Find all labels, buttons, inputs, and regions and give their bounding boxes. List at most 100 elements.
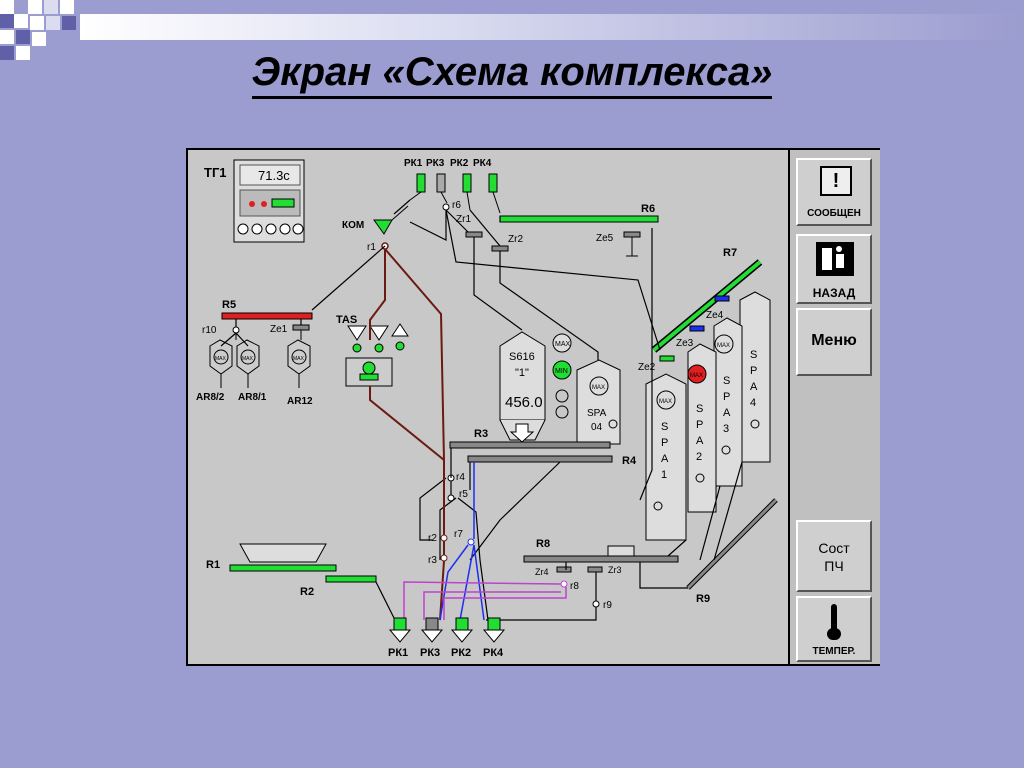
valve-pk1-bottom[interactable]	[388, 617, 412, 643]
slide-title: Экран «Схема комплекса»	[251, 50, 773, 99]
silo-ar8-1[interactable]: MAX	[236, 339, 260, 375]
temperature-button[interactable]: ТЕМПЕР.	[796, 596, 872, 662]
spa1-letter: S	[661, 421, 668, 433]
valve-pk2-top[interactable]	[462, 173, 472, 193]
r7-point-label: r7	[454, 529, 463, 540]
kom-hopper-icon[interactable]	[373, 205, 409, 235]
s616-sub: "1"	[515, 367, 529, 379]
spa0-label: SPA	[587, 408, 607, 419]
decor-square	[14, 0, 28, 14]
valve-pk4-bottom[interactable]	[482, 617, 506, 643]
conveyor-r9[interactable]	[686, 498, 778, 590]
spa3-letter: 3	[723, 423, 729, 435]
hopper-r1[interactable]	[239, 543, 327, 563]
s616-max-indicator: MAX	[552, 333, 572, 353]
spa3-letter: A	[723, 407, 731, 419]
zr3-label: Zr3	[608, 565, 622, 575]
silo-s616[interactable]: S616 "1" 456.0	[499, 331, 546, 443]
valve-pk3-top[interactable]	[436, 173, 446, 193]
thermometer-icon	[831, 604, 837, 632]
state-label-line1: Сост	[818, 540, 850, 556]
decor-gradient-bar	[80, 14, 1024, 40]
alert-icon: !	[820, 166, 852, 196]
spa4-letter: S	[750, 349, 757, 361]
pk1-bottom-label: РК1	[388, 647, 408, 659]
ze1-label: Ze1	[270, 324, 288, 335]
spa2-letter: S	[696, 403, 703, 415]
r4-label: R4	[622, 455, 637, 467]
spa1-letter: A	[661, 453, 669, 465]
messages-label: СООБЩЕН	[807, 208, 861, 219]
state-pch-button[interactable]: Сост ПЧ	[796, 520, 872, 592]
s616-max-text: MAX	[555, 341, 571, 348]
conveyor-r4[interactable]	[467, 455, 613, 463]
valve-pk3-bottom[interactable]	[420, 617, 444, 643]
conveyor-r1[interactable]	[229, 564, 337, 572]
silo-spa4[interactable]: S P A 4	[739, 291, 771, 463]
s616-min-indicator: MIN	[552, 360, 572, 380]
ze4-label: Ze4	[706, 310, 724, 321]
r8-label: R8	[536, 538, 550, 550]
pk1-top-label: РК1	[404, 158, 423, 169]
plant-schematic: ТГ1 71.3c РК1 РК3 РК2 РК4 КОМ r1 r6 Zr1 …	[196, 158, 778, 659]
zr4-label: Zr4	[535, 567, 549, 577]
slide-title-container: Экран «Схема комплекса»	[0, 50, 1024, 99]
r6-label: r6	[452, 200, 461, 211]
max-text: MAX	[659, 399, 672, 405]
valve-pk2-bottom[interactable]	[450, 617, 474, 643]
conveyor-r2[interactable]	[325, 575, 377, 583]
spa4-letter: A	[750, 381, 758, 393]
messages-button[interactable]: ! СООБЩЕН	[796, 158, 872, 226]
r9-label: R9	[696, 593, 710, 605]
ze5-label: Ze5	[596, 233, 614, 244]
decor-square	[62, 16, 76, 30]
pk2-bottom-label: РК2	[451, 647, 471, 659]
spa4-letter: P	[750, 365, 757, 377]
menu-label: Меню	[811, 332, 857, 349]
silo-spa2[interactable]: MAX S P A 2	[687, 343, 717, 513]
decor-square	[44, 0, 58, 14]
tg1-value: 71.3c	[258, 168, 290, 183]
conveyor-r3[interactable]	[449, 441, 611, 449]
back-button[interactable]: НАЗАД	[796, 234, 872, 304]
silo-spa1[interactable]: MAX S P A 1	[645, 373, 687, 541]
valve-pk4-top[interactable]	[488, 173, 498, 193]
decor-square	[16, 30, 30, 44]
max-text: MAX	[717, 343, 730, 349]
spa3-letter: P	[723, 391, 730, 403]
spa0-num: 04	[591, 422, 603, 433]
max-text: MAX	[293, 356, 305, 362]
decor-square	[0, 46, 14, 60]
tg1-panel[interactable]: ТГ1 71.3c	[204, 159, 305, 243]
valve-pk1-top[interactable]	[416, 173, 426, 193]
conveyor-r7[interactable]	[651, 259, 763, 353]
r2-point-label: r2	[428, 533, 437, 544]
silo-ar8-2[interactable]: MAX	[209, 339, 233, 375]
s616-name: S616	[509, 351, 535, 363]
ar12-label: AR12	[287, 396, 313, 407]
conveyor-r6[interactable]	[499, 215, 659, 223]
decor-square	[0, 30, 14, 44]
tas-unit[interactable]	[345, 323, 409, 387]
conveyor-r5[interactable]	[221, 312, 313, 320]
r1-label: r1	[367, 242, 376, 253]
r9-point-label: r9	[603, 600, 612, 611]
pk3-top-label: РК3	[426, 158, 445, 169]
r6-conveyor-label: R6	[641, 203, 655, 215]
conveyor-r8[interactable]	[523, 555, 679, 563]
decor-square	[0, 14, 14, 28]
silo-spa-04[interactable]: MAX SPA 04	[576, 359, 621, 445]
ze2-label: Ze2	[638, 362, 656, 373]
r3-point-label: r3	[428, 555, 437, 566]
menu-button[interactable]: Меню	[796, 308, 872, 376]
zr2-label: Zr2	[508, 234, 523, 245]
spa2-letter: P	[696, 419, 703, 431]
decor-square	[14, 14, 28, 28]
spa4-letter: 4	[750, 397, 756, 409]
silo-spa3[interactable]: MAX S P A 3	[713, 317, 743, 487]
pk4-top-label: РК4	[473, 158, 492, 169]
silo-ar12[interactable]: MAX	[287, 339, 311, 375]
r10-label: r10	[202, 325, 217, 336]
r3-label: R3	[474, 428, 488, 440]
temperature-label: ТЕМПЕР.	[812, 646, 856, 657]
